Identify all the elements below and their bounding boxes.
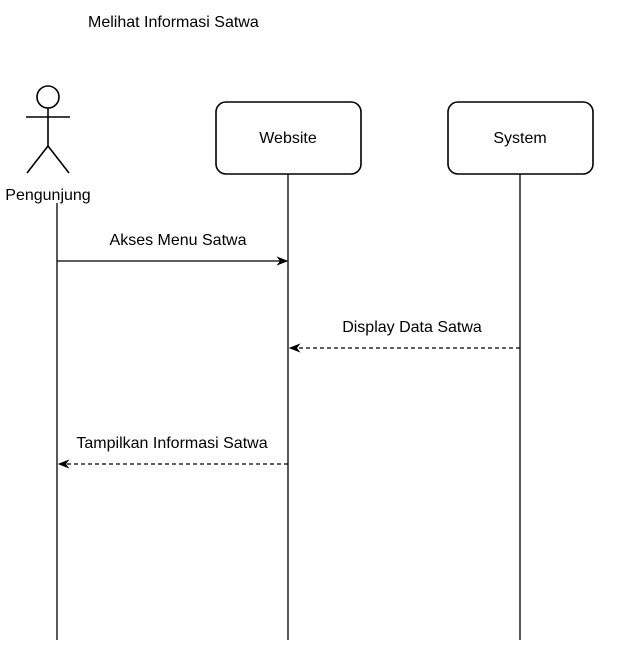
message-label-display: Display Data Satwa (342, 319, 482, 336)
diagram-title: Melihat Informasi Satwa (88, 14, 259, 31)
participant-label-system: System (493, 130, 546, 147)
message-label-akses: Akses Menu Satwa (110, 232, 247, 249)
actor-icon (26, 85, 70, 174)
participant-label-website: Website (259, 130, 317, 147)
message-label-tampilkan: Tampilkan Informasi Satwa (76, 435, 267, 452)
actor-label: Pengunjung (5, 187, 90, 204)
